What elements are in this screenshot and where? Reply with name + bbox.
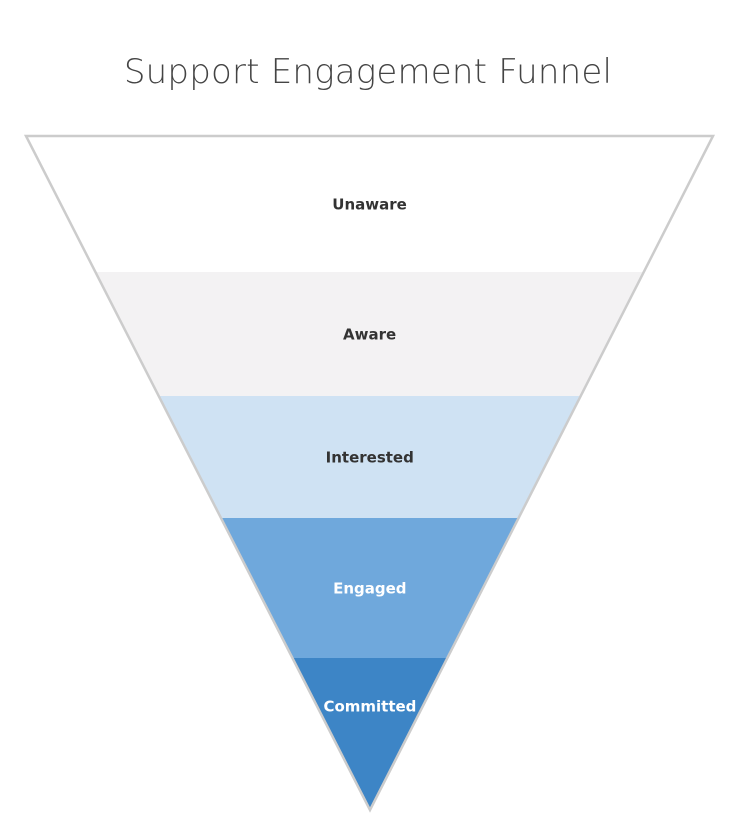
funnel-stage-unaware bbox=[26, 136, 713, 272]
funnel-stage-label-unaware: Unaware bbox=[332, 196, 407, 214]
funnel-stage-interested bbox=[158, 396, 581, 518]
stage-layer bbox=[26, 136, 713, 810]
funnel-stage-label-committed: Committed bbox=[323, 698, 416, 716]
funnel-stage-label-interested: Interested bbox=[326, 449, 414, 467]
funnel-stage-label-engaged: Engaged bbox=[333, 580, 406, 598]
funnel-stage-engaged bbox=[220, 518, 519, 658]
funnel-outline bbox=[23, 134, 716, 813]
funnel-stage-committed bbox=[292, 658, 448, 810]
funnel-title: Support Engagement Funnel bbox=[123, 52, 613, 92]
funnel-stage-aware bbox=[95, 272, 644, 396]
funnel-stage-label-aware: Aware bbox=[343, 326, 396, 344]
